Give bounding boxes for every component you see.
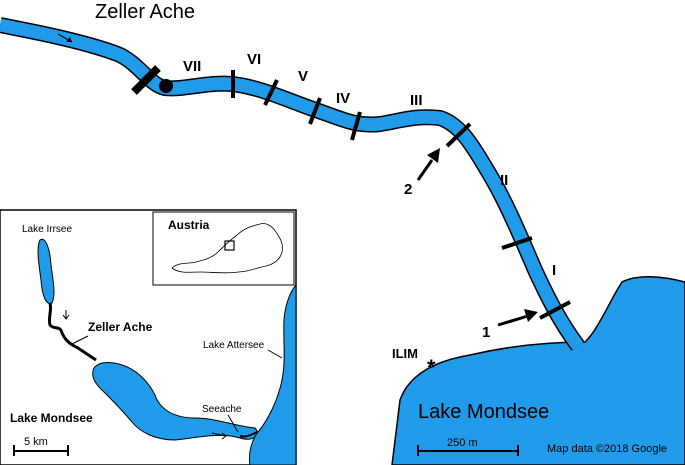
inset-zeller-ache: [47, 302, 97, 362]
section-dividers: [131, 65, 571, 320]
austria-label: Austria: [168, 218, 210, 232]
austria-study-area-marker: [224, 240, 235, 251]
inset-label-irrsee: Lake Irrsee: [22, 224, 72, 235]
inset-flow-arrow-icon: [62, 310, 70, 320]
section-label-i: I: [552, 262, 556, 279]
inset-label-zeller-ache: Zeller Ache: [88, 320, 153, 334]
sampling-point-icon: [159, 79, 173, 93]
inset-scale-bar: [13, 445, 69, 456]
section-label-v: V: [298, 68, 308, 85]
inset-lake-irrsee: [37, 238, 55, 304]
station-marker-icon: *: [427, 355, 436, 380]
lake-label: Lake Mondsee: [418, 401, 549, 423]
inset-seeache-arrow-icon: [211, 432, 227, 440]
arrow-1-icon: [497, 309, 538, 327]
station-label: ILIM: [392, 346, 418, 361]
inset-seeache: [239, 431, 259, 438]
map-credit: Map data ©2018 Google: [547, 443, 667, 455]
section-label-ii: II: [500, 172, 508, 189]
main-scale-bar: [417, 445, 519, 456]
austria-outline-icon: [171, 223, 283, 274]
arrow-2-icon: [416, 148, 440, 181]
section-label-iii: III: [410, 92, 423, 109]
inset-lake-attersee: [249, 283, 297, 465]
inset-label-mondsee: Lake Mondsee: [10, 411, 93, 425]
river-label: Zeller Ache: [95, 1, 195, 23]
main-scale-label: 250 m: [447, 437, 478, 449]
section-label-iv: IV: [336, 90, 350, 107]
inset-lake-mondsee: [92, 362, 258, 441]
lake-mondsee-shape: [391, 275, 685, 465]
inset-label-attersee: Lake Attersee: [203, 340, 265, 351]
inset-label-seeache: Seeache: [202, 404, 242, 415]
arrow-label-1: 1: [482, 324, 490, 341]
section-label-vii: VII: [183, 58, 201, 75]
inset-scale-label: 5 km: [24, 436, 48, 448]
section-label-vi: VI: [247, 51, 261, 68]
arrow-label-2: 2: [404, 181, 412, 198]
